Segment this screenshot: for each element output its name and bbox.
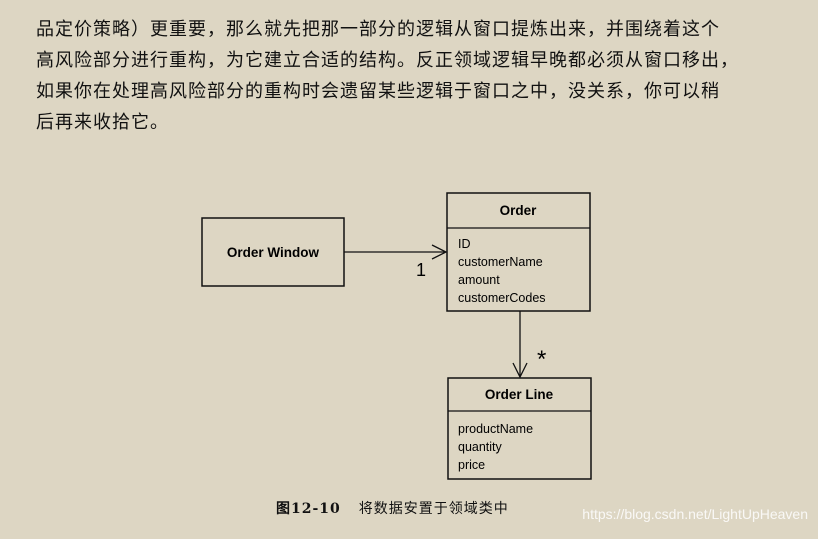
window-order-association: 1 (344, 244, 448, 280)
paragraph-line: 如果你在处理高风险部分的重构时会遗留某些逻辑于窗口之中，没关系，你可以稍 (36, 81, 720, 102)
order-line-attr-product-name: productName (458, 422, 533, 436)
arrowhead-icon (431, 244, 448, 260)
paragraph-line: 高风险部分进行重构，为它建立合适的结构。反正领域逻辑早晚都必须从窗口移出， (36, 50, 739, 71)
order-orderline-association: * (512, 311, 546, 379)
order-line-class: Order Line productName quantity price (447, 377, 592, 480)
order-window-class: Order Window (201, 217, 345, 287)
paragraph-line: 后再来收拾它。 (36, 112, 169, 133)
watermark: https://blog.csdn.net/LightUpHeaven (582, 506, 808, 522)
multiplicity-label: * (537, 346, 546, 373)
order-window-title: Order Window (227, 245, 320, 260)
body-paragraph: 品定价策略）更重要，那么就先把那一部分的逻辑从窗口提炼出来，并围绕着这个 高风险… (36, 14, 796, 138)
order-line-title: Order Line (485, 387, 554, 402)
order-attr-amount: amount (458, 273, 500, 287)
order-title: Order (500, 203, 538, 218)
order-line-attr-quantity: quantity (458, 440, 503, 454)
order-class: Order ID customerName amount customerCod… (446, 192, 591, 312)
order-attr-customer-name: customerName (458, 255, 543, 269)
order-attr-customer-codes: customerCodes (458, 291, 546, 305)
order-line-box (447, 377, 592, 480)
paragraph-line: 品定价策略）更重要，那么就先把那一部分的逻辑从窗口提炼出来，并围绕着这个 (36, 19, 720, 40)
figure-caption-text: 将数据安置于领域类中 (358, 501, 509, 517)
arrowhead-icon (512, 362, 528, 379)
figure-caption: 图12-10 将数据安置于领域类中 (276, 498, 509, 518)
order-attr-id: ID (458, 237, 471, 251)
figure-number: 图12-10 (276, 501, 341, 517)
multiplicity-label: 1 (416, 260, 426, 280)
order-line-attr-price: price (458, 458, 485, 472)
